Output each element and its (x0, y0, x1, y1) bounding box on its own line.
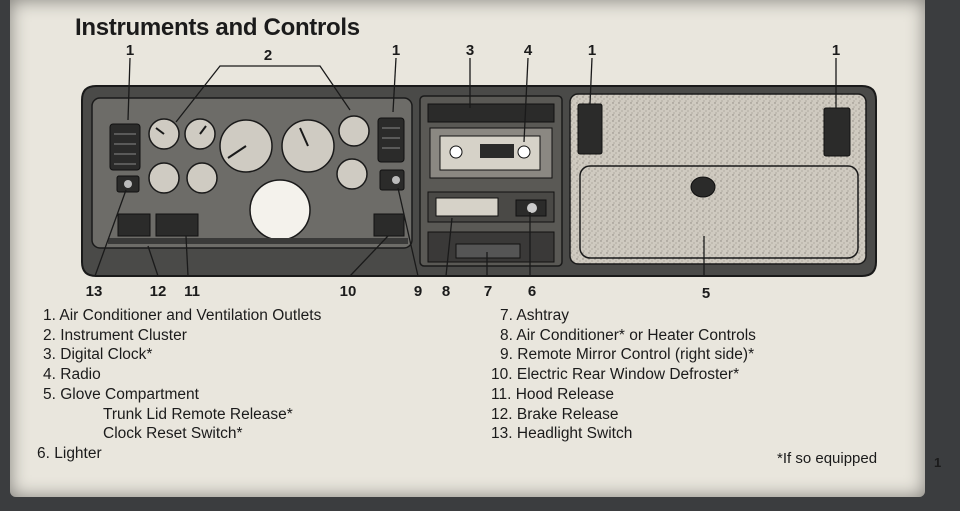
callout-top-1c: 1 (587, 42, 597, 59)
legend-text: Digital Clock* (60, 346, 153, 364)
legend-text: Radio (60, 366, 101, 384)
legend-item-12: 12. Brake Release (491, 405, 756, 425)
callout-top-3: 3 (465, 42, 475, 59)
callout-top-4: 4 (523, 42, 533, 59)
legend-num: 10. (491, 366, 513, 384)
callout-bottom-11: 11 (184, 283, 200, 300)
page-title: Instruments and Controls (75, 14, 360, 41)
legend-item-2: 2. Instrument Cluster (43, 326, 321, 346)
legend-item-10: 10. Electric Rear Window Defroster* (491, 365, 756, 385)
callout-top-1d: 1 (831, 42, 841, 59)
legend-num: 13. (491, 425, 513, 443)
callout-top-1b: 1 (391, 42, 401, 59)
legend-item-3: 3. Digital Clock* (43, 345, 321, 365)
legend-text: Hood Release (515, 385, 614, 403)
callout-bottom-8: 8 (441, 283, 451, 300)
callout-bottom-10: 10 (339, 283, 357, 300)
legend-text: Headlight Switch (516, 425, 633, 443)
legend-num: 12. (491, 405, 513, 423)
legend-text: Clock Reset Switch* (103, 425, 243, 443)
legend-text: Remote Mirror Control (right side)* (517, 346, 755, 364)
callout-bottom-6: 6 (527, 283, 537, 300)
legend-right: 7. Ashtray 8. Air Conditioner* or Heater… (491, 306, 756, 444)
legend-item-9: 9. Remote Mirror Control (right side)* (491, 345, 756, 365)
callout-bottom-5: 5 (701, 285, 711, 302)
callout-top-2: 2 (263, 47, 273, 64)
legend-num: 1. (43, 307, 56, 324)
legend-item-7: 7. Ashtray (491, 306, 756, 326)
callout-bottom-13: 13 (85, 283, 103, 300)
callout-bottom-7: 7 (483, 283, 493, 300)
footnote: *If so equipped (777, 450, 878, 467)
legend-subitem-trunk: Trunk Lid Remote Release* (43, 405, 321, 425)
legend-left: 1. Air Conditioner and Ventilation Outle… (37, 306, 321, 464)
legend-text: Electric Rear Window Defroster* (516, 366, 740, 384)
legend-text: Air Conditioner and Ventilation Outlets (59, 307, 322, 324)
legend-num: 11. (491, 385, 512, 403)
legend-item-6: 6. Lighter (37, 444, 321, 464)
legend-text: Ashtray (516, 307, 569, 324)
legend-item-1: 1. Air Conditioner and Ventilation Outle… (43, 306, 321, 326)
legend-item-4: 4. Radio (43, 365, 321, 385)
legend-item-5: 5. Glove Compartment (43, 385, 321, 405)
legend-num: 5. (43, 385, 56, 403)
page-number: 1 (934, 455, 942, 470)
legend-text: Instrument Cluster (60, 326, 187, 344)
legend-item-11: 11. Hood Release (491, 385, 756, 405)
callout-bottom-12: 12 (149, 283, 167, 300)
legend-num: 9. (500, 346, 513, 364)
legend-text: Glove Compartment (60, 385, 199, 403)
legend-text: Trunk Lid Remote Release* (103, 405, 293, 423)
legend-subitem-clock: Clock Reset Switch* (43, 424, 321, 444)
legend-item-8: 8. Air Conditioner* or Heater Controls (491, 326, 756, 346)
legend-num: 3. (43, 346, 56, 364)
legend-num: 4. (43, 366, 56, 384)
legend-num: 6. (37, 444, 50, 462)
legend-item-13: 13. Headlight Switch (491, 424, 756, 444)
legend-text: Air Conditioner* or Heater Controls (516, 326, 756, 344)
callout-bottom-9: 9 (413, 283, 423, 300)
legend-text: Lighter (54, 444, 102, 462)
legend-num: 8. (500, 326, 513, 344)
legend-num: 2. (43, 326, 56, 344)
legend-text: Brake Release (516, 405, 619, 423)
callout-top-1a: 1 (125, 42, 135, 59)
legend-num: 7. (500, 307, 513, 324)
